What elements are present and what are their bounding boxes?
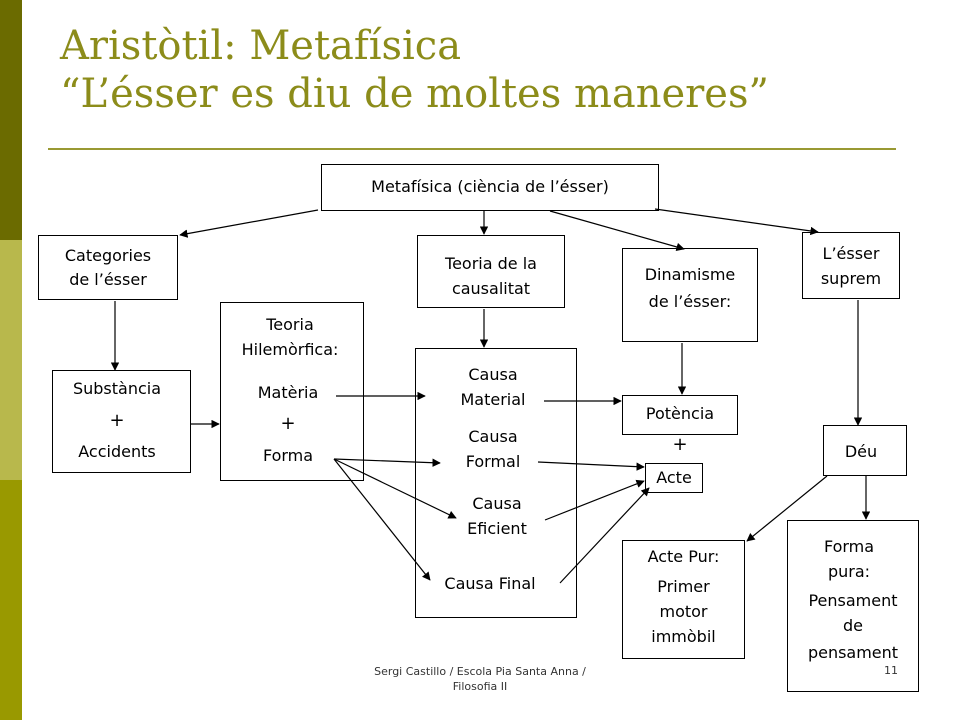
arrow-formal-act <box>537 461 645 471</box>
hylomorphic-label-line2: Hilemòrfica: <box>241 340 339 359</box>
causality-box <box>417 235 565 308</box>
potency-box <box>622 395 738 435</box>
root-label: Metafísica (ciència de l’ésser) <box>371 177 609 196</box>
categories-box <box>38 235 178 300</box>
cause-material-line2: Material <box>460 390 526 409</box>
arrow-form-formal <box>333 458 441 467</box>
slide-title-line2: “L’ésser es diu de moltes maneres” <box>60 71 769 117</box>
causes-box <box>415 348 577 618</box>
pure-act-line2: Primer <box>657 577 710 596</box>
pure-act-line4: immòbil <box>651 627 716 646</box>
categories-label-line2: de l’ésser <box>69 270 147 289</box>
arrow-efficient-act <box>544 479 645 521</box>
pure-act-box <box>622 540 745 659</box>
hylomorphic-box <box>220 302 364 481</box>
arrow-root-supreme <box>654 208 819 236</box>
matter-label: Matèria <box>257 383 319 402</box>
substance-plus: + <box>109 410 125 431</box>
potency-act-plus: + <box>672 434 688 455</box>
sidebar-block-dark <box>0 0 22 240</box>
act-label: Acte <box>656 468 692 487</box>
supreme-label-line1: L’ésser <box>822 244 880 263</box>
substance-box <box>52 370 191 473</box>
hylomorphic-plus: + <box>280 413 296 434</box>
sidebar-decoration <box>0 0 22 720</box>
pure-form-line5: pensament <box>807 643 899 662</box>
arrow-god-pureact <box>746 475 828 542</box>
footer-credit-line1: Sergi Castillo / Escola Pia Santa Anna / <box>374 665 586 678</box>
pure-form-line3: Pensament <box>808 591 898 610</box>
categories-label-line1: Categories <box>64 246 152 265</box>
hylomorphic-label-line1: Teoria <box>266 315 314 334</box>
supreme-box <box>802 232 900 299</box>
cause-material-line1: Causa <box>468 365 518 384</box>
pure-form-line4: de <box>843 616 863 635</box>
potency-label: Potència <box>645 404 715 423</box>
sidebar-block-light <box>0 240 22 480</box>
arrow-root-dynamism <box>549 210 685 251</box>
causality-label-line2: causalitat <box>451 279 531 298</box>
accidents-label: Accidents <box>78 442 156 461</box>
cause-final-label: Causa Final <box>444 574 536 593</box>
supreme-label-line2: suprem <box>820 269 882 288</box>
footer-credit: Sergi Castillo / Escola Pia Santa Anna /… <box>330 664 630 694</box>
dynamism-label-line1: Dinamisme <box>644 265 736 284</box>
pure-act-line3: motor <box>659 602 708 621</box>
causality-label-line1: Teoria de la <box>445 254 537 273</box>
root-box <box>321 164 659 211</box>
cause-formal-line2: Formal <box>465 452 521 471</box>
form-label: Forma <box>262 446 314 465</box>
slide-title: Aristòtil: Metafísica “L’ésser es diu de… <box>60 22 920 118</box>
arrow-root-categories <box>179 209 319 238</box>
pure-form-line1: Forma <box>823 537 875 556</box>
sidebar-block-mid <box>0 480 22 720</box>
slide-title-line1: Aristòtil: Metafísica <box>60 23 462 69</box>
pure-act-line1: Acte Pur: <box>647 547 720 566</box>
god-box <box>823 425 907 476</box>
page-number: 11 <box>884 664 898 677</box>
act-box <box>645 463 703 493</box>
substance-label: Substància <box>72 379 162 398</box>
dynamism-box <box>622 248 758 342</box>
cause-efficient-line1: Causa <box>472 494 522 513</box>
footer-credit-line2: Filosofia II <box>452 680 508 693</box>
arrow-final-act <box>559 487 650 584</box>
pure-form-line2: pura: <box>827 562 871 581</box>
arrow-form-efficient <box>333 458 457 519</box>
cause-formal-line1: Causa <box>468 427 518 446</box>
dynamism-label-line2: de l’ésser: <box>648 292 732 311</box>
god-label: Déu <box>844 442 878 461</box>
pure-form-box <box>787 520 919 692</box>
cause-efficient-line2: Eficient <box>467 519 527 538</box>
arrow-form-final <box>333 458 431 581</box>
title-underline <box>48 148 896 150</box>
